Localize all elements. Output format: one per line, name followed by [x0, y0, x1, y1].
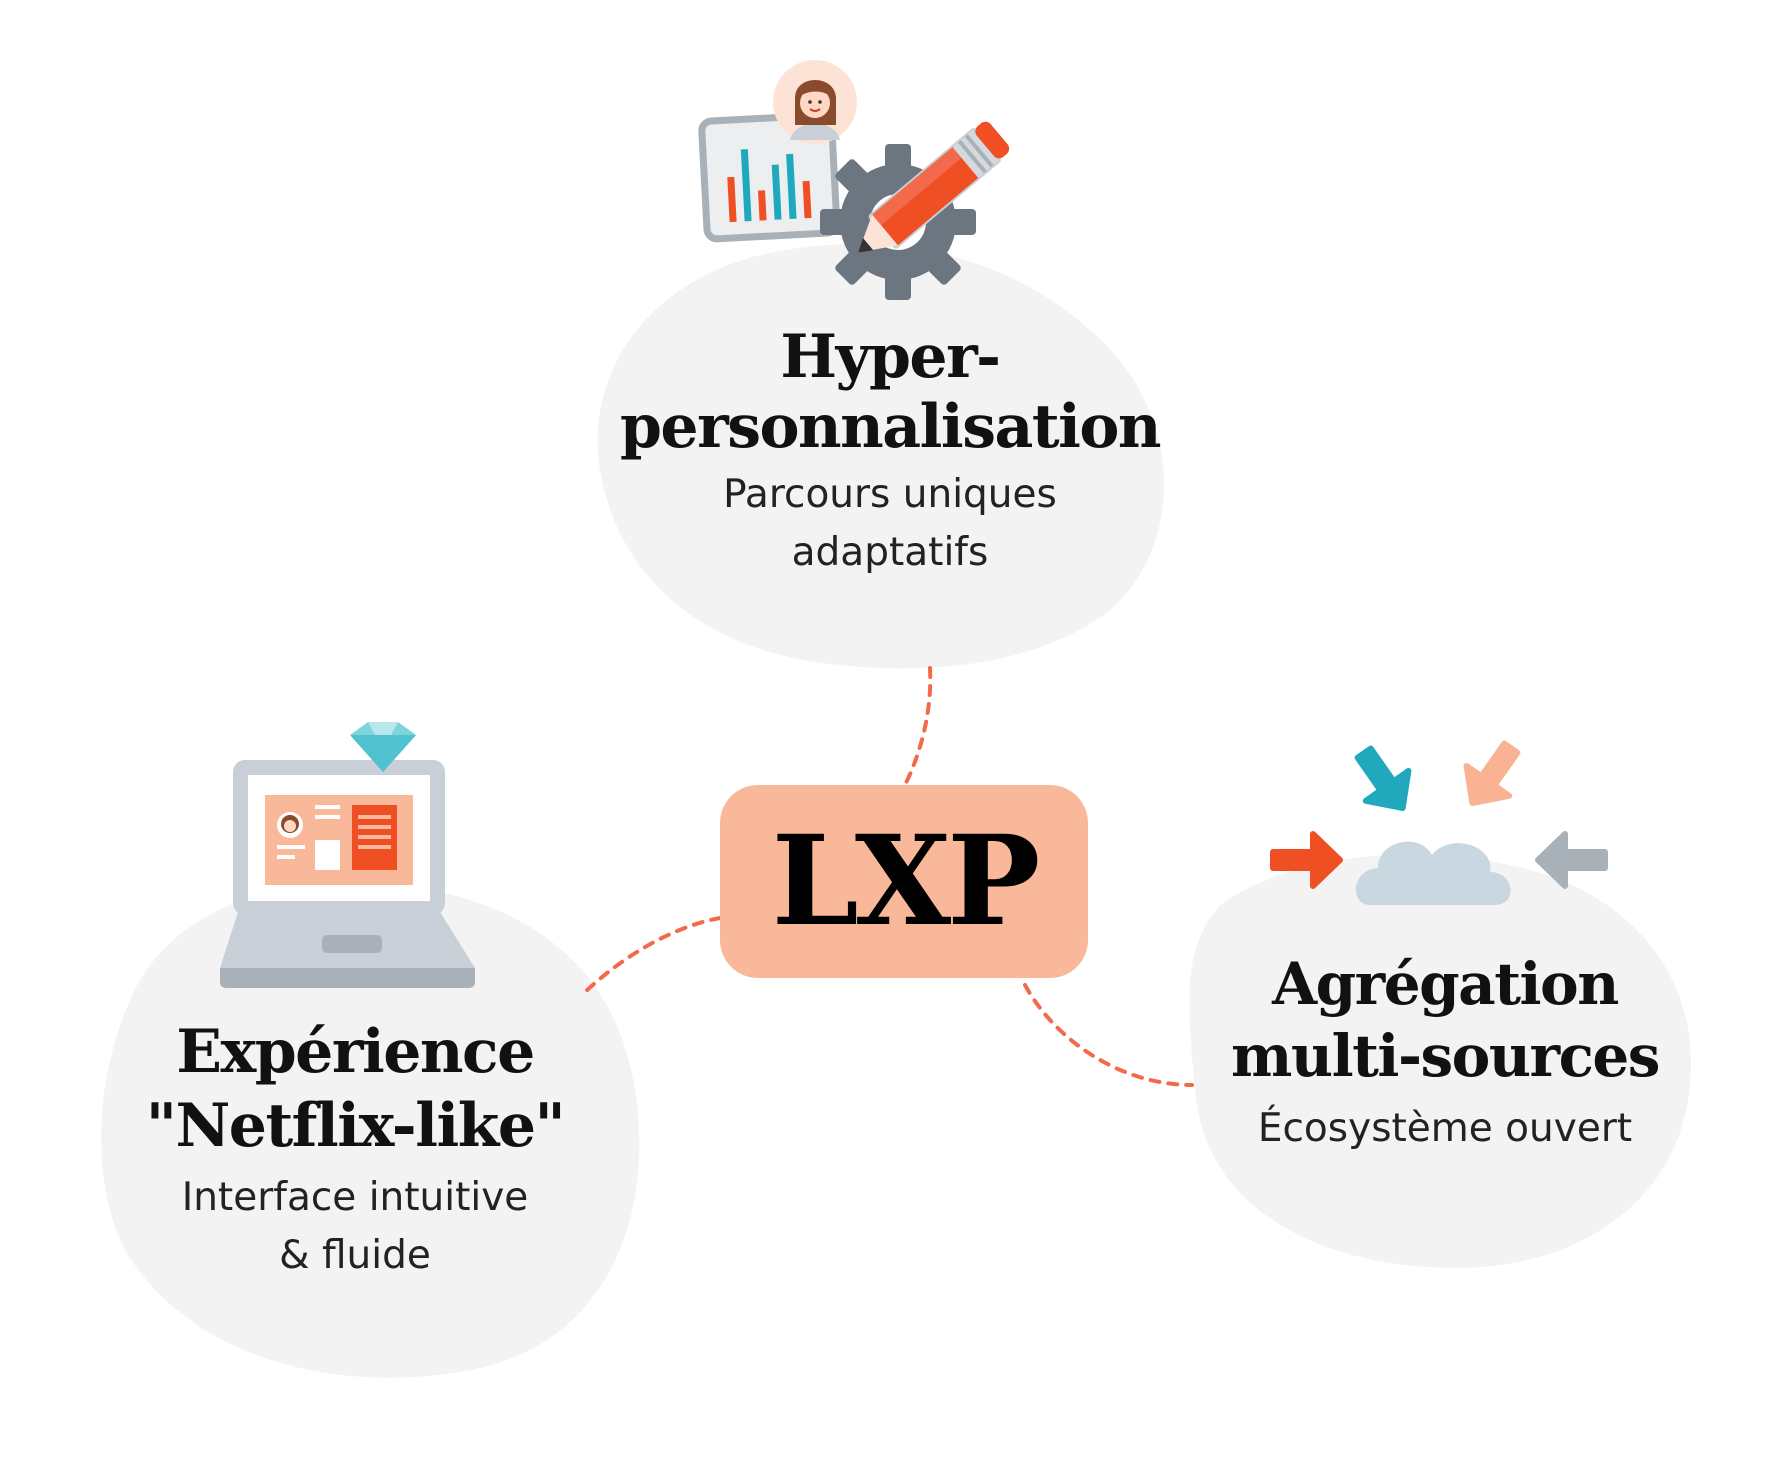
- center-lxp-box: LXP: [720, 785, 1088, 978]
- node-netflix-sub-line1: Interface intuitive: [181, 1175, 529, 1220]
- node-agregation-title-line2: multi-sources: [1231, 1022, 1660, 1090]
- blob-agregation: [1189, 854, 1692, 1269]
- blob-netflix: [101, 881, 640, 1378]
- node-agregation-title-line1: Agrégation: [1272, 950, 1619, 1018]
- blob-hyper: [597, 244, 1164, 669]
- node-hyper-sub-line1: Parcours uniques: [723, 472, 1057, 517]
- node-netflix-title-line1: Expérience: [176, 1017, 535, 1087]
- node-netflix: Expérience "Netflix-like" Interface intu…: [100, 1015, 610, 1285]
- node-agregation: Agrégation multi-sources Écosystème ouve…: [1195, 948, 1695, 1158]
- node-netflix-title-line2: "Netflix-like": [145, 1091, 566, 1161]
- node-hyper-title-line1: Hyper-: [780, 322, 1001, 392]
- node-hyper-title-line2: personnalisation: [619, 392, 1162, 462]
- dashboard-gear-pencil-icon: [698, 60, 1010, 300]
- node-agregation-sub-line1: Écosystème ouvert: [1257, 1106, 1633, 1151]
- node-hyper: Hyper- personnalisation Parcours uniques…: [600, 322, 1180, 582]
- connector-agregation: [1023, 983, 1194, 1087]
- cloud-arrows-icon: [1270, 740, 1608, 905]
- center-lxp-label: LXP: [771, 808, 1041, 954]
- node-netflix-sub-line2: & fluide: [279, 1233, 431, 1278]
- laptop-diamond-icon: [220, 722, 475, 988]
- connector-netflix: [583, 916, 722, 994]
- connector-hyper: [903, 666, 933, 787]
- node-hyper-sub-line2: adaptatifs: [791, 530, 989, 575]
